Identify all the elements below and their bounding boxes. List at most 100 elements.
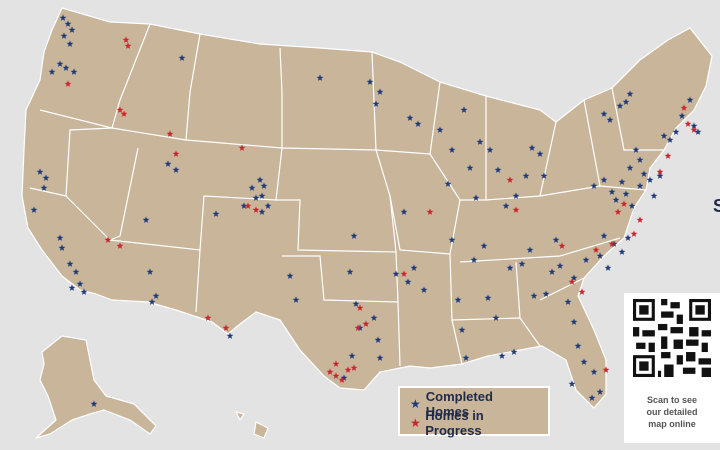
completed-home-marker bbox=[574, 342, 582, 349]
completed-home-marker bbox=[346, 268, 354, 275]
completed-home-marker bbox=[588, 394, 596, 401]
in-progress-home-marker bbox=[238, 144, 246, 151]
completed-home-marker bbox=[392, 270, 400, 277]
completed-home-marker bbox=[212, 210, 220, 217]
completed-home-marker bbox=[542, 290, 550, 297]
completed-home-marker bbox=[142, 216, 150, 223]
completed-home-marker bbox=[570, 274, 578, 281]
in-progress-home-marker bbox=[252, 206, 260, 213]
completed-home-marker bbox=[148, 298, 156, 305]
completed-home-marker bbox=[400, 208, 408, 215]
in-progress-home-marker bbox=[630, 230, 638, 237]
in-progress-home-marker bbox=[166, 130, 174, 137]
completed-home-marker bbox=[530, 292, 538, 299]
qr-caption-line-1: Scan to see bbox=[646, 395, 698, 405]
completed-home-marker bbox=[622, 98, 630, 105]
in-progress-home-marker bbox=[116, 106, 124, 113]
completed-home-marker bbox=[476, 138, 484, 145]
in-progress-home-marker bbox=[512, 206, 520, 213]
completed-home-marker bbox=[286, 272, 294, 279]
completed-home-marker bbox=[470, 256, 478, 263]
completed-home-marker bbox=[292, 296, 300, 303]
legend-completed-label: Completed Homes bbox=[425, 388, 493, 419]
completed-home-marker bbox=[376, 88, 384, 95]
completed-home-marker bbox=[80, 288, 88, 295]
completed-home-marker bbox=[66, 40, 74, 47]
completed-home-marker bbox=[64, 20, 72, 27]
in-progress-home-marker bbox=[332, 360, 340, 367]
completed-home-marker bbox=[466, 164, 474, 171]
red-star-icon: ★ bbox=[410, 415, 421, 430]
completed-home-marker bbox=[590, 368, 598, 375]
completed-home-marker bbox=[486, 146, 494, 153]
completed-home-marker bbox=[628, 202, 636, 209]
completed-home-marker bbox=[600, 232, 608, 239]
edge-text-fragment: S bbox=[713, 196, 720, 216]
in-progress-home-marker bbox=[680, 104, 688, 111]
in-progress-home-marker bbox=[690, 126, 698, 133]
completed-home-marker bbox=[260, 182, 268, 189]
completed-home-marker bbox=[672, 128, 680, 135]
completed-home-marker bbox=[448, 236, 456, 243]
in-progress-home-marker bbox=[506, 176, 514, 183]
completed-home-marker bbox=[56, 234, 64, 241]
completed-home-marker bbox=[622, 190, 630, 197]
completed-home-marker bbox=[60, 32, 68, 39]
in-progress-home-marker bbox=[362, 320, 370, 327]
completed-home-marker bbox=[58, 244, 66, 251]
completed-home-marker bbox=[36, 168, 44, 175]
completed-home-marker bbox=[604, 264, 612, 271]
completed-home-marker bbox=[420, 286, 428, 293]
in-progress-home-marker bbox=[122, 36, 130, 43]
completed-home-marker bbox=[518, 260, 526, 267]
completed-home-marker bbox=[494, 166, 502, 173]
completed-home-marker bbox=[152, 292, 160, 299]
in-progress-home-marker bbox=[400, 270, 408, 277]
in-progress-home-marker bbox=[222, 324, 230, 331]
completed-home-marker bbox=[632, 146, 640, 153]
completed-home-marker bbox=[480, 242, 488, 249]
completed-home-marker bbox=[694, 128, 702, 135]
completed-home-marker bbox=[690, 122, 698, 129]
completed-home-marker bbox=[68, 284, 76, 291]
completed-home-marker bbox=[414, 120, 422, 127]
completed-home-marker bbox=[616, 102, 624, 109]
qr-code-icon[interactable] bbox=[633, 299, 711, 377]
completed-home-marker bbox=[472, 194, 480, 201]
contiguous-us bbox=[21, 7, 713, 409]
in-progress-home-marker bbox=[354, 324, 362, 331]
completed-home-marker bbox=[536, 150, 544, 157]
legend-in-progress: ★ Homes in Progress bbox=[410, 408, 538, 438]
in-progress-home-marker bbox=[332, 372, 340, 379]
completed-home-marker bbox=[556, 262, 564, 269]
completed-home-marker bbox=[172, 166, 180, 173]
completed-home-marker bbox=[404, 278, 412, 285]
completed-home-marker bbox=[646, 176, 654, 183]
completed-home-marker bbox=[66, 260, 74, 267]
completed-home-marker bbox=[660, 132, 668, 139]
completed-home-marker bbox=[512, 192, 520, 199]
hawaii-island-2 bbox=[235, 411, 245, 421]
in-progress-home-marker bbox=[172, 150, 180, 157]
completed-home-marker bbox=[348, 352, 356, 359]
qr-card[interactable]: Scan to see our detailed map online bbox=[624, 293, 720, 443]
in-progress-home-marker bbox=[244, 202, 252, 209]
in-progress-home-marker bbox=[204, 314, 212, 321]
completed-home-marker bbox=[226, 332, 234, 339]
in-progress-home-marker bbox=[608, 240, 616, 247]
legend-in-progress-label: Homes in Progress bbox=[425, 407, 484, 438]
hawaii bbox=[253, 421, 269, 439]
completed-home-marker bbox=[70, 68, 78, 75]
completed-home-marker bbox=[502, 202, 510, 209]
completed-home-marker bbox=[626, 164, 634, 171]
legend-completed: ★ Completed Homes bbox=[410, 389, 538, 419]
in-progress-home-marker bbox=[124, 42, 132, 49]
in-progress-home-marker bbox=[326, 368, 334, 375]
completed-home-marker bbox=[90, 400, 98, 407]
completed-home-marker bbox=[240, 202, 248, 209]
completed-home-marker bbox=[564, 298, 572, 305]
in-progress-home-marker bbox=[656, 168, 664, 175]
completed-home-marker bbox=[600, 110, 608, 117]
completed-home-marker bbox=[48, 68, 56, 75]
completed-home-marker bbox=[580, 358, 588, 365]
